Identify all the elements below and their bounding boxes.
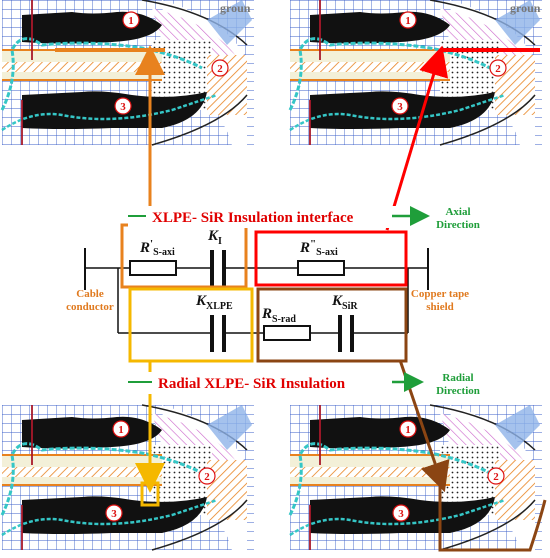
marker-2-bottom-left: 2	[198, 467, 216, 485]
svg-text:2: 2	[493, 471, 499, 483]
svg-text:3: 3	[120, 101, 126, 113]
svg-text:1: 1	[128, 15, 134, 27]
svg-text:1: 1	[405, 424, 411, 436]
svg-text:1: 1	[118, 424, 124, 436]
label-k-xlpe: KXLPE	[195, 293, 233, 312]
label-k-sir: KSiR	[331, 293, 358, 312]
svg-text:3: 3	[111, 508, 117, 520]
marker-1-bottom-right: 1	[399, 420, 417, 438]
resistor-rs-axi-prime	[129, 260, 177, 276]
marker-2-top-right: 2	[489, 59, 507, 77]
box-axial-sir	[254, 230, 408, 287]
label-rs-rad: RS-rad	[261, 306, 296, 325]
marker-3-bottom-right: 3	[392, 504, 410, 522]
ground-label-right: groun	[510, 1, 541, 15]
marker-3-bottom-left: 3	[105, 504, 123, 522]
marker-3-top-right: 3	[391, 97, 409, 115]
title-radial: Radial XLPE- SiR Insulation	[158, 376, 346, 392]
title-interface: XLPE- SiR Insulation interface	[152, 210, 354, 226]
svg-text:1: 1	[405, 15, 411, 27]
box-radial-sir	[256, 287, 408, 363]
svg-text:3: 3	[398, 508, 404, 520]
marker-1-top-right: 1	[399, 11, 417, 29]
marker-2-top-left: 2	[211, 59, 229, 77]
box-axial-xlpe	[120, 223, 248, 289]
svg-text:3: 3	[397, 101, 403, 113]
label-rs-axi-dprime: R"S-axi	[299, 238, 338, 258]
box-radial-xlpe	[128, 287, 254, 363]
svg-text:2: 2	[495, 63, 501, 75]
marker-3-top-left: 3	[114, 97, 132, 115]
resistor-rs-rad	[263, 325, 311, 341]
equivalent-circuit	[84, 248, 429, 352]
svg-text:2: 2	[217, 63, 223, 75]
label-rs-axi-prime: R'S-axi	[139, 238, 175, 258]
red-arrow	[385, 45, 449, 231]
marker-1-top-left: 1	[122, 11, 140, 29]
marker-2-bottom-right: 2	[487, 467, 505, 485]
svg-text:2: 2	[204, 471, 210, 483]
marker-1-bottom-left: 1	[112, 420, 130, 438]
ground-label-left: groun	[220, 1, 251, 15]
highlight-region-bottom-right	[438, 485, 547, 552]
label-k-i: KI	[207, 228, 222, 247]
resistor-rs-axi-dprime	[297, 260, 345, 276]
